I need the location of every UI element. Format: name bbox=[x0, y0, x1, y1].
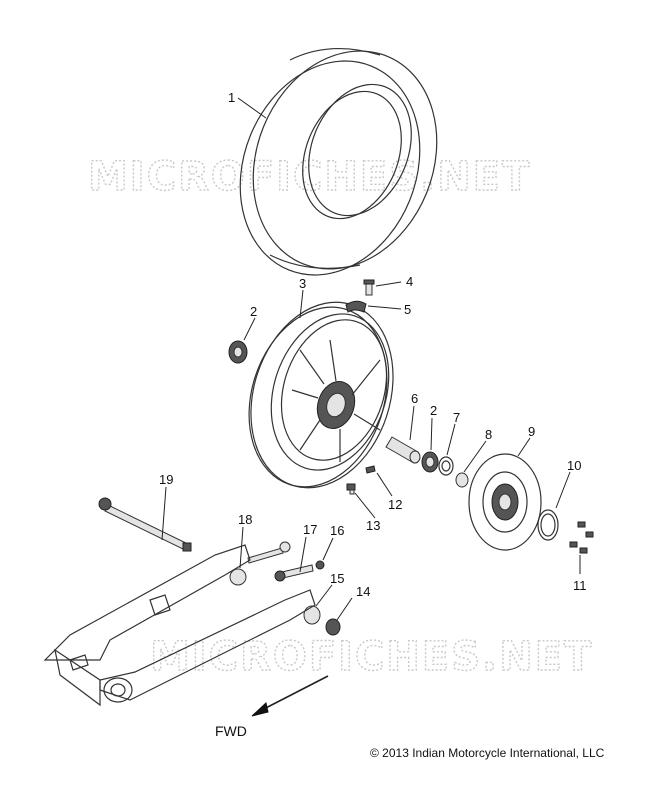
leader-lines bbox=[161, 97, 581, 621]
callout-12: 12 bbox=[388, 497, 402, 512]
callout-17: 17 bbox=[303, 522, 317, 537]
tire-part bbox=[239, 48, 438, 276]
nut-part bbox=[325, 618, 341, 636]
brake-rotor-part bbox=[468, 453, 542, 551]
callout-10: 10 bbox=[567, 458, 581, 473]
collar-part bbox=[229, 568, 247, 586]
valve-cap-part bbox=[346, 483, 356, 495]
washer-part bbox=[303, 605, 321, 625]
callout-16: 16 bbox=[330, 523, 344, 538]
callout-14: 14 bbox=[356, 584, 370, 599]
swingarm-part bbox=[43, 544, 316, 707]
bolt-part bbox=[274, 564, 314, 582]
valve-clip-part bbox=[345, 300, 367, 313]
callout-6: 6 bbox=[411, 391, 418, 406]
bearing-left-part bbox=[228, 340, 248, 364]
callout-labels: 1 2 3 4 5 6 2 7 8 9 10 11 12 13 14 15 16… bbox=[159, 90, 587, 599]
callout-18: 18 bbox=[238, 512, 252, 527]
spacer-part bbox=[385, 436, 421, 464]
fwd-arrow bbox=[251, 675, 329, 717]
watermark-bottom: MICROFICHES.NET bbox=[150, 634, 593, 680]
small-nut-part bbox=[315, 560, 325, 570]
bearing-right-part bbox=[421, 451, 439, 473]
callout-2-right: 2 bbox=[430, 403, 437, 418]
callout-5: 5 bbox=[404, 302, 411, 317]
rotor-ring-part bbox=[537, 509, 559, 541]
callout-19: 19 bbox=[159, 472, 173, 487]
seal-part bbox=[438, 456, 454, 476]
callout-2-left: 2 bbox=[250, 304, 257, 319]
valve-stem-part bbox=[365, 465, 376, 474]
callout-11: 11 bbox=[573, 578, 587, 593]
callout-4: 4 bbox=[406, 274, 413, 289]
axle-part bbox=[98, 497, 192, 552]
callout-3: 3 bbox=[299, 276, 306, 291]
fwd-label: FWD bbox=[215, 723, 247, 739]
callout-1: 1 bbox=[228, 90, 235, 105]
callout-8: 8 bbox=[485, 427, 492, 442]
copyright-text: © 2013 Indian Motorcycle International, … bbox=[370, 746, 605, 760]
callout-7: 7 bbox=[453, 410, 460, 425]
wheel-part bbox=[248, 301, 394, 489]
bushing-part bbox=[455, 472, 469, 488]
callout-15: 15 bbox=[330, 571, 344, 586]
rotor-bolts-part bbox=[569, 521, 594, 554]
bolt-top-part bbox=[247, 541, 291, 564]
valve-screw-part bbox=[363, 279, 375, 296]
callout-9: 9 bbox=[528, 424, 535, 439]
callout-13: 13 bbox=[366, 518, 380, 533]
